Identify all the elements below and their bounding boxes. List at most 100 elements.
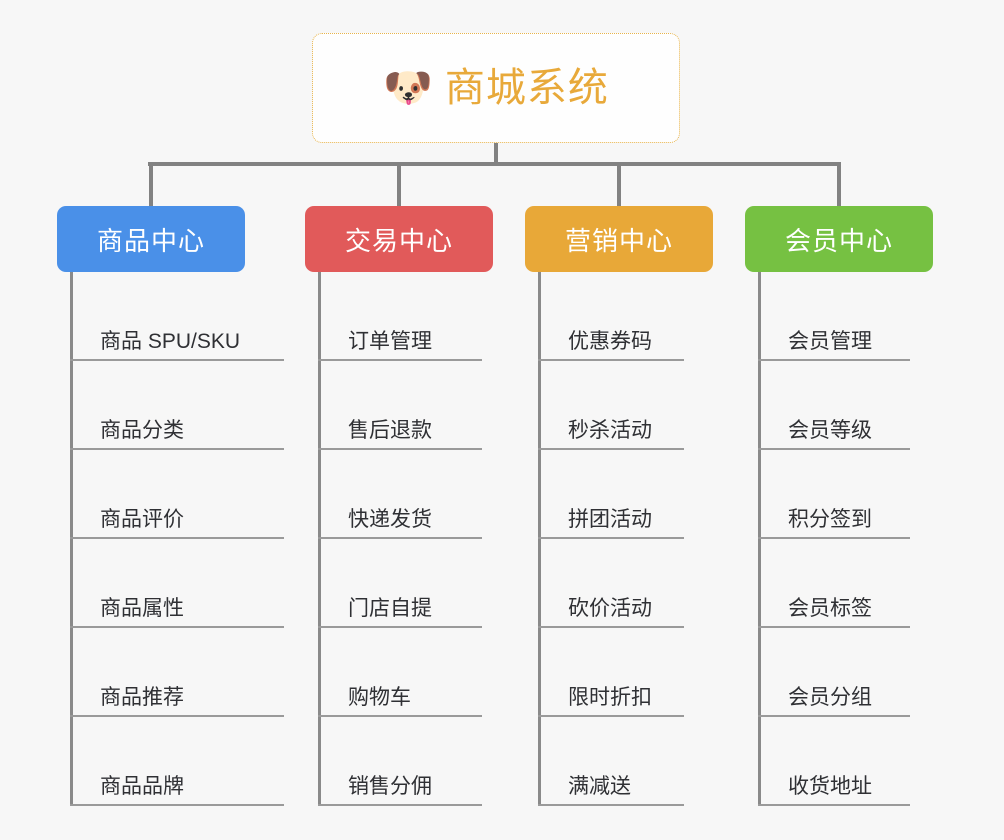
branch-column-3: 营销中心优惠券码秒杀活动拼团活动砍价活动限时折扣满减送: [525, 206, 713, 806]
branch-item[interactable]: 门店自提: [318, 539, 493, 628]
branch-item-underline: [758, 537, 910, 539]
branch-item-label: 限时折扣: [568, 686, 652, 709]
branch-item-label: 快递发货: [348, 508, 432, 531]
branch-item-underline: [758, 359, 910, 361]
branch-item-label: 拼团活动: [568, 508, 652, 531]
branch-item[interactable]: 订单管理: [318, 272, 493, 361]
branch-item-underline: [758, 804, 910, 806]
branch-item[interactable]: 售后退款: [318, 361, 493, 450]
branch-header-4[interactable]: 会员中心: [745, 206, 933, 272]
connector-horizontal-bar: [148, 162, 840, 166]
branch-header-label: 商品中心: [96, 225, 205, 256]
branch-item-label: 会员标签: [788, 597, 872, 620]
branch-item-underline: [758, 715, 910, 717]
branch-item[interactable]: 商品推荐: [70, 628, 284, 717]
branch-column-1: 商品中心商品 SPU/SKU 商品分类商品评价商品属性商品推荐商品品牌: [57, 206, 284, 806]
branch-item-label: 商品属性: [100, 597, 184, 620]
connector-drop-4: [837, 162, 841, 206]
branch-header-label: 会员中心: [784, 225, 893, 256]
branch-item-label: 满减送: [568, 775, 631, 798]
branch-item-underline: [70, 448, 284, 450]
branch-item[interactable]: 限时折扣: [538, 628, 713, 717]
branch-item-underline: [70, 537, 284, 539]
branch-item-list-2: 订单管理售后退款快递发货门店自提购物车销售分佣: [318, 272, 493, 806]
root-node-mall-system[interactable]: 🐶 商城系统: [312, 33, 680, 143]
branch-item[interactable]: 商品品牌: [70, 717, 284, 806]
branch-item-underline: [538, 715, 684, 717]
branch-header-2[interactable]: 交易中心: [305, 206, 493, 272]
branch-item-label: 商品推荐: [100, 686, 184, 709]
branch-item[interactable]: 积分签到: [758, 450, 933, 539]
branch-item-label: 购物车: [348, 686, 411, 709]
branch-item-label: 售后退款: [348, 419, 432, 442]
branch-item[interactable]: 会员等级: [758, 361, 933, 450]
branch-item[interactable]: 商品分类: [70, 361, 284, 450]
root-node-title: 商城系统: [444, 66, 609, 110]
branch-spine: [758, 272, 761, 806]
branch-item-list-4: 会员管理会员等级积分签到会员标签会员分组收货地址: [758, 272, 933, 806]
branch-item-label: 销售分佣: [348, 775, 432, 798]
branch-item[interactable]: 砍价活动: [538, 539, 713, 628]
branch-item-underline: [70, 804, 284, 806]
branch-item[interactable]: 满减送: [538, 717, 713, 806]
branch-item-underline: [538, 359, 684, 361]
branch-header-3[interactable]: 营销中心: [525, 206, 713, 272]
connector-root-stem: [494, 143, 498, 164]
branch-item-underline: [318, 804, 482, 806]
branch-item-label: 商品评价: [100, 508, 184, 531]
branch-column-4: 会员中心会员管理会员等级积分签到会员标签会员分组收货地址: [745, 206, 933, 806]
branch-item-label: 砍价活动: [568, 597, 652, 620]
branch-item[interactable]: 商品评价: [70, 450, 284, 539]
branch-item[interactable]: 会员标签: [758, 539, 933, 628]
branch-item[interactable]: 优惠券码: [538, 272, 713, 361]
branch-item-label: 商品分类: [100, 419, 184, 442]
branch-item-label: 收货地址: [788, 775, 872, 798]
branch-item-underline: [758, 448, 910, 450]
branch-spine: [318, 272, 321, 806]
branch-item-label: 订单管理: [348, 330, 432, 353]
branch-item-underline: [70, 715, 284, 717]
branch-item-label: 会员分组: [788, 686, 872, 709]
branch-item-underline: [70, 626, 284, 628]
branch-item-list-1: 商品 SPU/SKU 商品分类商品评价商品属性商品推荐商品品牌: [70, 272, 284, 806]
branch-item[interactable]: 会员分组: [758, 628, 933, 717]
branch-item-list-3: 优惠券码秒杀活动拼团活动砍价活动限时折扣满减送: [538, 272, 713, 806]
dog-face-icon: 🐶: [383, 66, 433, 110]
branch-item-label: 商品品牌: [100, 775, 184, 798]
branch-item[interactable]: 会员管理: [758, 272, 933, 361]
branch-item-underline: [538, 626, 684, 628]
branch-header-1[interactable]: 商品中心: [57, 206, 245, 272]
connector-drop-2: [397, 162, 401, 206]
branch-item[interactable]: 商品 SPU/SKU: [70, 272, 284, 361]
connector-drop-3: [617, 162, 621, 206]
branch-spine: [538, 272, 541, 806]
branch-item-underline: [318, 715, 482, 717]
branch-item-underline: [538, 537, 684, 539]
branch-item-underline: [538, 804, 684, 806]
branch-item-underline: [318, 359, 482, 361]
branch-spine: [70, 272, 73, 806]
branch-header-label: 交易中心: [344, 225, 453, 256]
branch-item-underline: [758, 626, 910, 628]
branch-item-underline: [538, 448, 684, 450]
branch-item-label: 会员等级: [788, 419, 872, 442]
branch-item-label: 积分签到: [788, 508, 872, 531]
branch-item-label: 会员管理: [788, 330, 872, 353]
branch-item[interactable]: 购物车: [318, 628, 493, 717]
branch-item-underline: [70, 359, 284, 361]
branch-item-label: 门店自提: [348, 597, 432, 620]
branch-item-underline: [318, 448, 482, 450]
branch-item-label: 商品 SPU/SKU: [100, 330, 241, 353]
branch-item[interactable]: 秒杀活动: [538, 361, 713, 450]
branch-item-underline: [318, 537, 482, 539]
branch-item[interactable]: 商品属性: [70, 539, 284, 628]
branch-item[interactable]: 快递发货: [318, 450, 493, 539]
branch-item[interactable]: 销售分佣: [318, 717, 493, 806]
branch-item-label: 秒杀活动: [568, 419, 652, 442]
branch-item-underline: [318, 626, 482, 628]
branch-column-2: 交易中心订单管理售后退款快递发货门店自提购物车销售分佣: [305, 206, 493, 806]
branch-item[interactable]: 拼团活动: [538, 450, 713, 539]
branch-header-label: 营销中心: [564, 225, 673, 256]
branch-item[interactable]: 收货地址: [758, 717, 933, 806]
